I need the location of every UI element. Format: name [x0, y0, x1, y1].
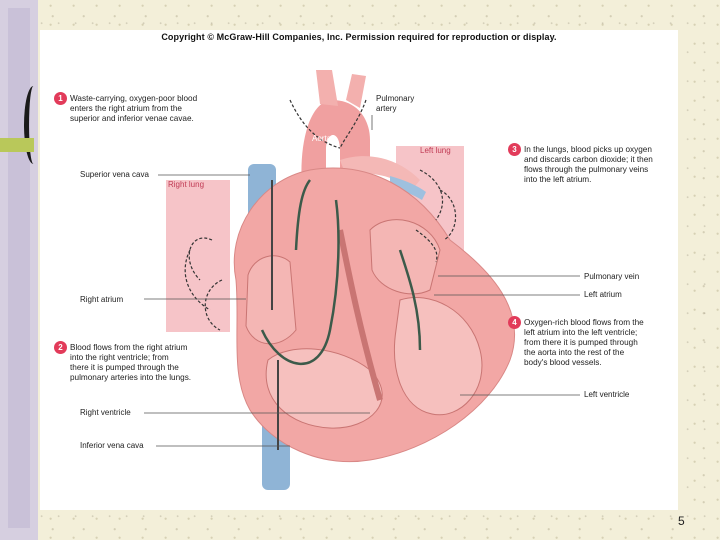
label-right-atrium: Right atrium — [80, 295, 124, 304]
step-3-description: In the lungs, blood picks up oxygen and … — [524, 145, 653, 185]
step-1-line: superior and inferior venae cavae. — [70, 114, 194, 123]
step-1-description: Waste-carrying, oxygen-poor blood enters… — [70, 94, 197, 124]
step-4-line: body's blood vessels. — [524, 358, 602, 367]
step-badge-2: 2 — [54, 341, 67, 354]
step-3-line: flows through the pulmonary veins — [524, 165, 649, 174]
page-number: 5 — [678, 514, 685, 528]
step-badge-1: 1 — [54, 92, 67, 105]
step-badge-3: 3 — [508, 143, 521, 156]
vena-cava-flow-arrows — [271, 180, 279, 450]
step-1-line: Waste-carrying, oxygen-poor blood — [70, 94, 198, 103]
step-2-line: Blood flows from the right atrium — [70, 343, 188, 352]
label-right-ventricle: Right ventricle — [80, 408, 131, 417]
step-4-line: Oxygen-rich blood flows from the — [524, 318, 644, 327]
label-pulmonary-artery-line1: Pulmonary — [376, 94, 415, 103]
label-left-lung: Left lung — [420, 146, 451, 155]
right-side-flow — [260, 199, 340, 365]
step-4-line: from there it is pumped through — [524, 338, 638, 347]
step-3-line: into the left atrium. — [524, 175, 592, 184]
step-2-description: Blood flows from the right atrium into t… — [70, 343, 191, 383]
label-aorta: Aorta — [312, 134, 332, 143]
label-right-lung: Right lung — [168, 180, 205, 189]
step-3-line: and discards carbon dioxide; it then — [524, 155, 653, 164]
septum — [337, 229, 383, 401]
bracket-decoration — [24, 86, 43, 164]
step-2-line: there it is pumped through the — [70, 363, 179, 372]
green-accent-bar — [0, 138, 34, 152]
left-atrium-chamber — [369, 219, 441, 295]
label-left-atrium: Left atrium — [584, 290, 622, 299]
right-atrium-flow — [294, 179, 312, 251]
step-2-line: pulmonary arteries into the lungs. — [70, 373, 192, 382]
heart-figure: Copyright © McGraw-Hill Companies, Inc. … — [40, 30, 678, 510]
label-pulmonary-vein: Pulmonary vein — [584, 272, 640, 281]
heart-illustration — [144, 70, 580, 490]
step-4-line: the aorta into the rest of the — [524, 348, 625, 357]
step-1-line: enters the right atrium from the — [70, 104, 182, 113]
left-bar-inner — [8, 8, 30, 528]
left-decorative-bar — [0, 0, 38, 540]
step-3-line: In the lungs, blood picks up oxygen — [524, 145, 652, 154]
right-lung-dashed-arrows — [184, 237, 223, 331]
left-lung-dashed-arrows — [415, 169, 457, 263]
right-lung-panel — [166, 180, 230, 332]
pulmonary-vein-upper — [390, 176, 426, 200]
label-superior-vena-cava: Superior vena cava — [80, 170, 149, 179]
left-ventricle-chamber — [394, 296, 483, 416]
left-side-flow — [398, 249, 422, 351]
label-pulmonary-artery-line2: artery — [376, 104, 397, 113]
step-4-line: left atrium into the left ventricle; — [524, 328, 638, 337]
label-left-ventricle: Left ventricle — [584, 390, 630, 399]
label-inferior-vena-cava: Inferior vena cava — [80, 441, 144, 450]
step-2-line: into the right ventricle; from — [70, 353, 169, 362]
copyright-notice: Copyright © McGraw-Hill Companies, Inc. … — [161, 32, 557, 42]
aortic-branches — [316, 70, 366, 108]
step-badge-4: 4 — [508, 316, 521, 329]
aorta-dashed-arrows — [289, 99, 367, 149]
right-ventricle-chamber — [265, 348, 383, 429]
label-pulmonary-artery: Pulmonary artery — [376, 94, 414, 114]
step-4-description: Oxygen-rich blood flows from the left at… — [524, 318, 644, 368]
